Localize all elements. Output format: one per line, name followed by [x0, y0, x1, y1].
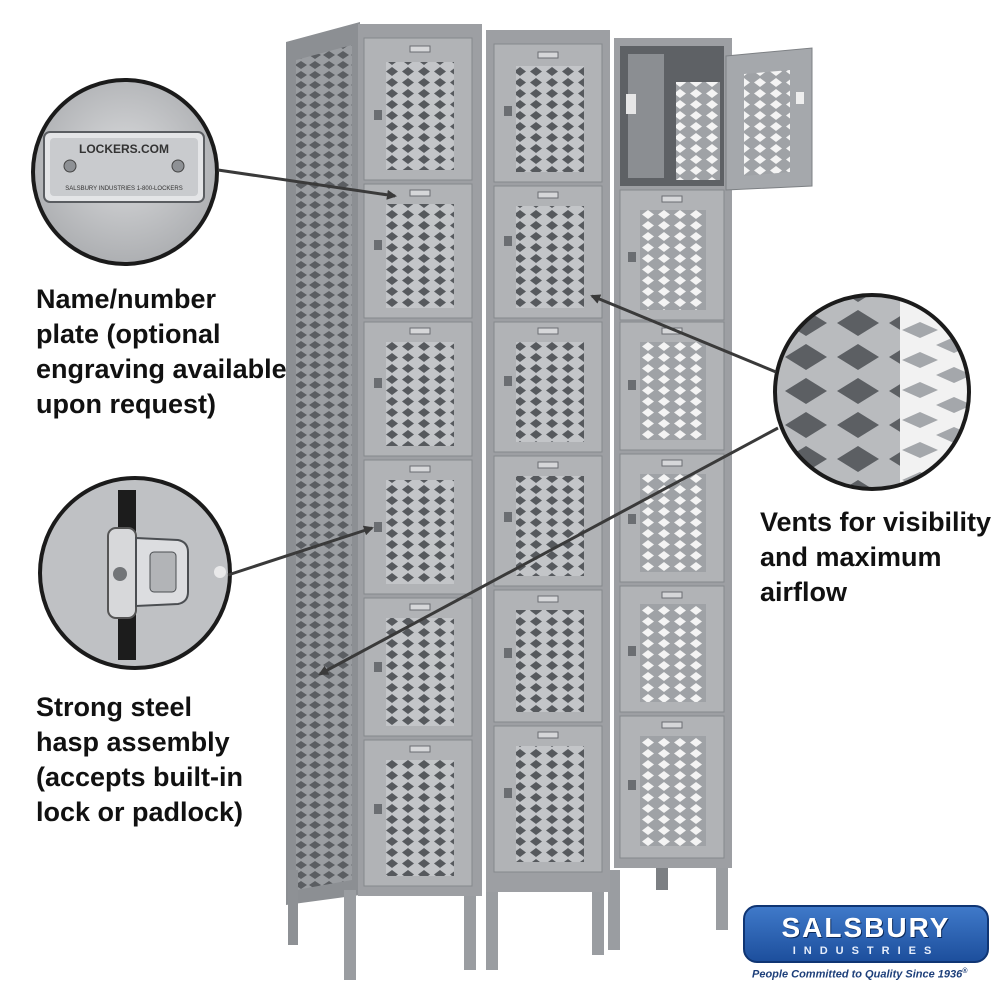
plate-title-text: LOCKERS.COM	[79, 142, 169, 156]
logo-brand-name: SALSBURY	[781, 912, 951, 943]
locker-leg	[608, 870, 620, 950]
caption-line: Name/number	[36, 284, 217, 314]
locker-leg	[716, 860, 728, 930]
caption-line: engraving available	[36, 354, 287, 384]
caption-line: and maximum	[760, 542, 942, 572]
hasp-arrow	[227, 525, 374, 577]
locker-column-2	[493, 43, 603, 873]
vent-arrow-lower	[318, 426, 779, 676]
locker-leg	[288, 870, 298, 945]
hasp-zoom-circle	[38, 476, 232, 670]
caption-line: Strong steel	[36, 692, 193, 722]
caption-line: hasp assembly	[36, 727, 230, 757]
vent-zoom-circle	[773, 293, 971, 491]
locker-column-3	[619, 46, 813, 859]
locker-column-1	[363, 37, 473, 887]
brand-tagline-text: People Committed to Quality Since 1936	[752, 968, 963, 981]
registered-mark: ®	[962, 968, 968, 975]
caption-line: plate (optional	[36, 319, 221, 349]
locker-leg	[592, 880, 604, 955]
locker-leg	[464, 890, 476, 970]
locker-leg	[344, 890, 356, 980]
salsbury-logo: SALSBURY INDUSTRIES	[743, 905, 989, 963]
brand-tagline: People Committed to Quality Since 1936®	[752, 968, 992, 981]
locker-leg	[486, 890, 498, 970]
nameplate-arrow	[217, 168, 397, 200]
nameplate-zoom-circle: LOCKERS.COM SALSBURY INDUSTRIES 1-800-LO…	[31, 78, 219, 266]
caption-line: airflow	[760, 577, 848, 607]
locker-unit	[286, 22, 813, 980]
hasp-caption: Strong steel hasp assembly (accepts buil…	[36, 690, 243, 830]
vent-arrow-upper	[590, 294, 777, 374]
caption-line: upon request)	[36, 389, 216, 419]
vents-caption: Vents for visibility and maximum airflow	[760, 505, 991, 610]
caption-line: lock or padlock)	[36, 797, 244, 827]
nameplate-caption: Name/number plate (optional engraving av…	[36, 282, 287, 422]
caption-line: Vents for visibility	[760, 507, 992, 537]
caption-line: (accepts built-in	[36, 762, 244, 792]
logo-brand-sub: INDUSTRIES	[792, 945, 940, 957]
plate-subtitle-text: SALSBURY INDUSTRIES 1-800-LOCKERS	[65, 186, 183, 192]
